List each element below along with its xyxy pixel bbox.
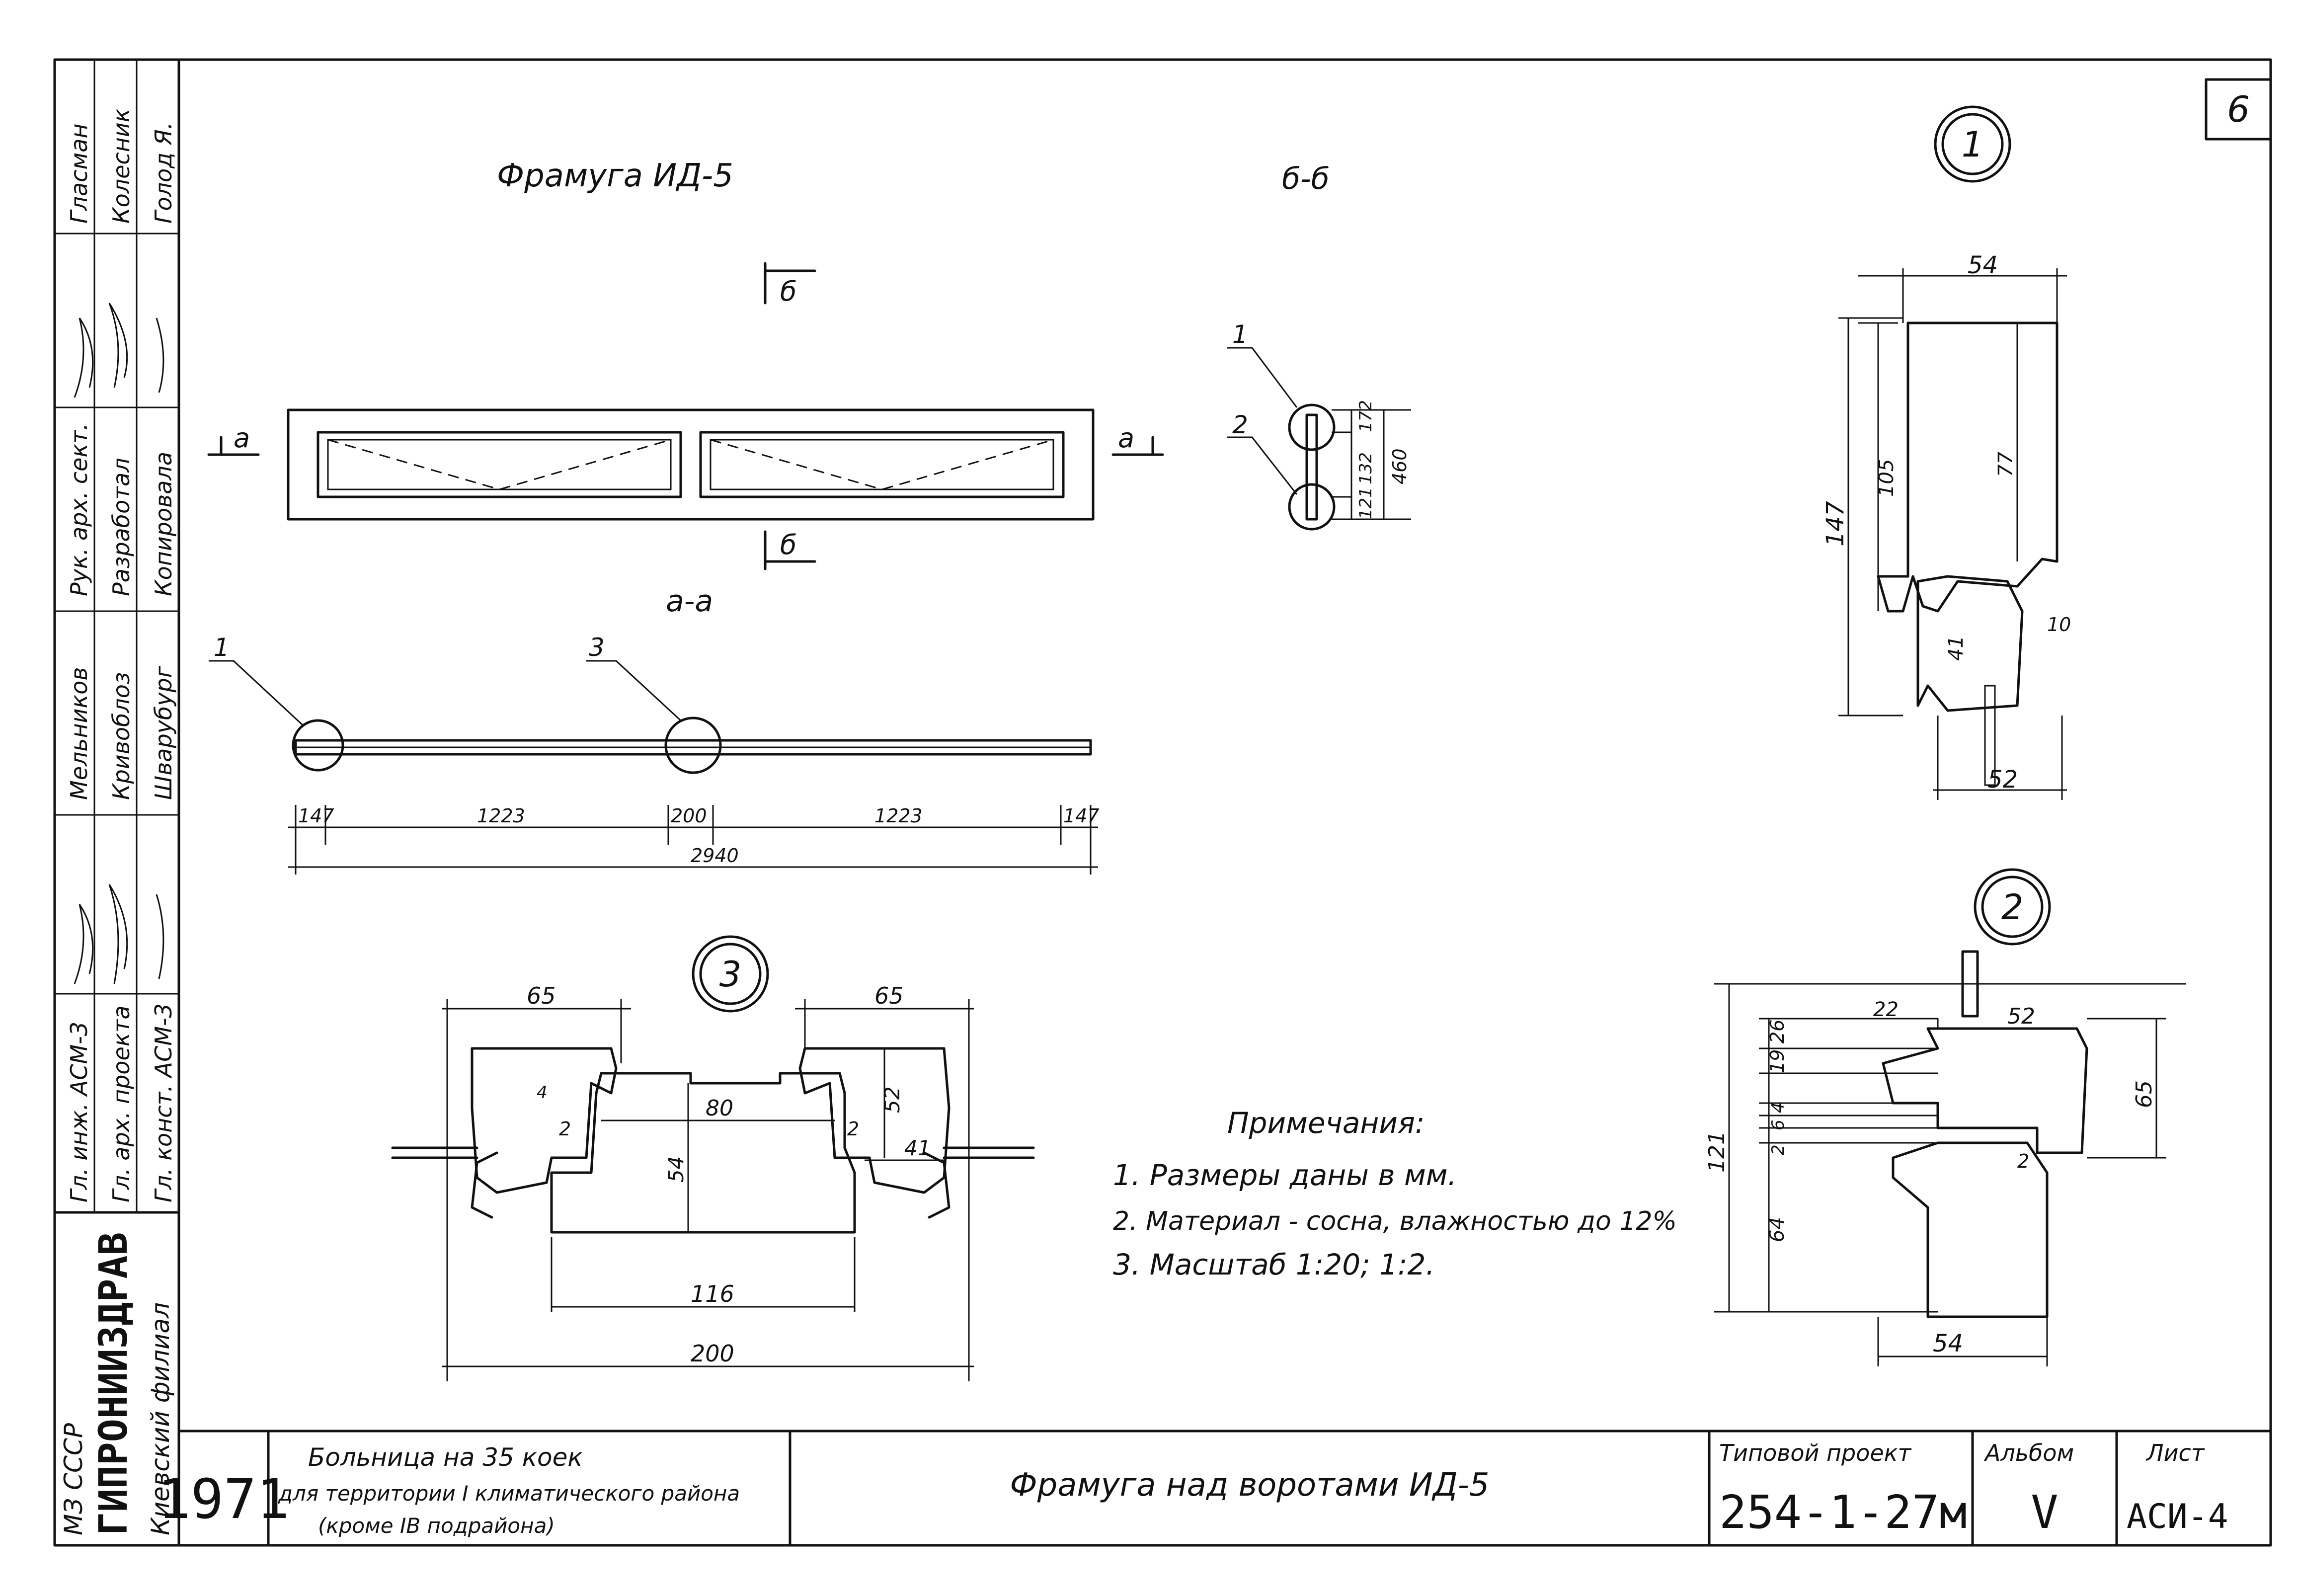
stamp-name-4: Мельников [66,667,92,800]
stamp-name-1: Гласман [66,124,92,224]
d2-dim-22: 22 [1873,998,1899,1021]
note-3: 3. Масштаб 1:20; 1:2. [1113,1248,1435,1281]
d1-dim-52: 52 [1987,766,2018,794]
dim-147-right: 147 [1063,805,1100,827]
section-bb: 1 2 172 132 121 460 [1227,320,1411,531]
d3-dim-52: 52 [880,1087,904,1113]
stamp-name-5: Кривоблоз [108,672,135,800]
d2-dim-4: 4 [1768,1102,1788,1113]
dim-1223-right: 1223 [874,805,923,827]
callout-3: 3 [589,633,605,662]
bb-dim-460: 460 [1389,448,1411,484]
d2-dim-6: 6 [1768,1119,1788,1130]
framuga-elevation: а а б б [207,262,1164,570]
section-aa: 1 3 147 1223 200 1223 147 2940 [209,633,1100,875]
d2-dim-64: 64 [1766,1217,1789,1242]
notes: Примечания: 1. Размеры даны в мм. 2. Мат… [1113,1106,1677,1281]
tb-year: 1971 [158,1467,290,1531]
stamp-role-4: Рук. арх. сект. [66,423,92,596]
stamp-column [53,58,180,1547]
stamp-table: Гл. инж. АСМ-3 Гл. арх. проекта Гл. конс… [55,60,179,1212]
section-aa-title: а-а [666,584,713,619]
tb-sheet-no: АСИ-4 [2127,1497,2228,1536]
stamp-name-2: Колесник [108,108,135,224]
org-block: МЗ СССР ГИПРОНИИЗДРАВ Киевский филиал [59,1232,175,1535]
bb-dim-172: 172 [1356,400,1376,432]
note-1: 1. Размеры даны в мм. [1113,1158,1457,1192]
tb-sheet-label: Лист [2145,1439,2205,1466]
d3-dim-65-left: 65 [527,982,556,1009]
d3-dim-41: 41 [904,1136,931,1160]
dim-147-left: 147 [298,805,334,827]
title-block: 1971 Больница на 35 коек для территории … [158,1430,2272,1547]
d2-dim-26: 26 [1766,1020,1788,1043]
d3-dim-65-right: 65 [874,982,904,1009]
d1-dim-54: 54 [1968,251,1998,279]
detail-3: 3 65 65 80 52 54 2 2 4 41 116 200 [391,935,1035,1381]
stamp-role-3: Гл. конст. АСМ-3 [150,1003,177,1202]
d2-dim-65: 65 [2132,1080,2157,1108]
mark-b-top: б [780,276,796,307]
detail-3-number: 3 [719,954,742,995]
d3-dim-2-right: 2 [847,1118,859,1140]
d1-dim-10: 10 [2047,614,2071,636]
mark-b-bottom: б [780,529,796,560]
tb-album-no: V [2031,1486,2058,1539]
detail-1: 1 54 147 105 77 41 10 52 [1822,105,2071,800]
d1-dim-147: 147 [1822,501,1849,547]
notes-heading: Примечания: [1227,1106,1425,1140]
dim-200: 200 [671,805,707,827]
tb-drawing-title: Фрамуга над воротами ИД-5 [1010,1467,1490,1504]
framuga-title: Фрамуга ИД-5 [497,158,733,194]
tb-object-1: Больница на 35 коек [308,1443,583,1472]
dim-1223-left: 1223 [477,805,525,827]
mark-a-right: а [1118,422,1134,454]
sheet-tag-box [2205,78,2272,141]
stamp-role-2: Гл. арх. проекта [108,1005,135,1202]
d3-dim-116: 116 [691,1280,734,1307]
org-line2: ГИПРОНИИЗДРАВ [91,1232,136,1535]
bb-leader-1: 1 [1232,320,1248,349]
d3-dim-2-left: 2 [559,1118,571,1140]
stamp-name-3: Голод Я. [150,122,177,224]
tb-object-2: для территории I климатического района [278,1481,740,1506]
bb-leader-2: 2 [1232,410,1248,439]
tb-album-label: Альбом [1983,1439,2074,1466]
stamp-name-6: Шварубург [150,665,177,800]
d2-dim-2: 2 [1768,1144,1788,1155]
stamp-role-1: Гл. инж. АСМ-3 [66,1022,92,1202]
d3-dim-54: 54 [664,1156,688,1183]
tb-object-3: (кроме IВ подрайона) [318,1514,555,1538]
d2-dim-2b: 2 [2017,1150,2029,1172]
tb-project-label: Типовой проект [1719,1439,1911,1466]
bb-dim-132: 132 [1356,452,1376,484]
d3-dim-200: 200 [691,1340,734,1367]
d1-dim-77: 77 [1994,452,2017,477]
detail-2-number: 2 [2001,887,2024,928]
d1-dim-105: 105 [1875,459,1898,497]
d2-dim-19: 19 [1766,1049,1788,1073]
detail-1-number: 1 [1962,124,1984,165]
section-bb-title: б-б [1282,161,1330,196]
tb-project-no: 254-1-27м [1719,1486,1967,1539]
d2-dim-121: 121 [1704,1131,1730,1173]
detail-2: 2 22 52 26 19 2 6 4 64 121 65 2 54 [1704,868,2186,1366]
note-2: 2. Материал - сосна, влажностью до 12% [1113,1206,1677,1236]
stamp-role-5: Разработал [108,458,135,596]
d3-dim-4: 4 [537,1083,548,1103]
d2-dim-54: 54 [1933,1330,1963,1357]
callout-1: 1 [214,633,230,662]
d1-dim-41: 41 [1945,636,1968,661]
stamp-role-6: Копировала [150,452,177,596]
d2-dim-52: 52 [2007,1004,2035,1029]
sheet-frame [177,58,2272,1547]
bb-dim-121: 121 [1356,487,1376,519]
org-line3: Киевский филиал [146,1302,175,1535]
d3-dim-80: 80 [706,1096,733,1121]
org-line1: МЗ СССР [59,1423,88,1535]
dim-2940: 2940 [691,845,739,867]
sheet-tag: 6 [2227,88,2250,130]
mark-a-left: а [234,422,250,454]
